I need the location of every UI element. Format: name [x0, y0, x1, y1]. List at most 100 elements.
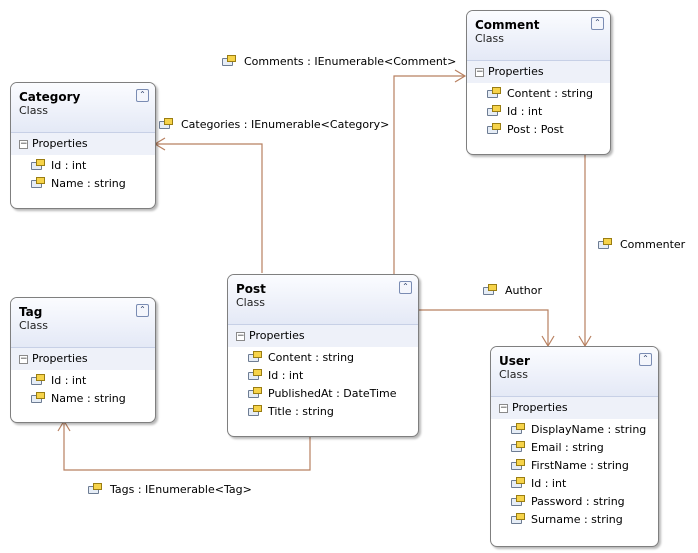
association-label-tags[interactable]: Tags : IEnumerable<Tag> [88, 483, 252, 497]
property-list: Content : string Id : int Post : Post [467, 83, 610, 143]
class-post[interactable]: Post Class ⌃ −Properties Content : strin… [227, 274, 419, 437]
class-header: Comment Class ⌃ [467, 11, 610, 61]
property-icon [248, 387, 262, 398]
property-label: Password : string [531, 495, 625, 508]
property-item[interactable]: Name : string [11, 390, 155, 408]
minus-box-icon[interactable]: − [499, 403, 508, 413]
property-item[interactable]: Surname : string [491, 511, 658, 529]
association-label-comments[interactable]: Comments : IEnumerable<Comment> [222, 55, 456, 69]
association-text: Categories : IEnumerable<Category> [181, 118, 390, 131]
minus-box-icon[interactable]: − [475, 67, 484, 77]
property-item[interactable]: DisplayName : string [491, 421, 658, 439]
property-item[interactable]: Name : string [11, 175, 155, 193]
property-icon [598, 238, 612, 249]
properties-section-header[interactable]: −Properties [228, 325, 418, 347]
class-name: Comment [475, 18, 540, 32]
property-item[interactable]: Password : string [491, 493, 658, 511]
class-tag[interactable]: Tag Class ⌃ −Properties Id : int Name : … [10, 297, 156, 423]
property-icon [511, 423, 525, 434]
class-category[interactable]: Category Class ⌃ −Properties Id : int Na… [10, 82, 156, 209]
property-icon [248, 369, 262, 380]
minus-box-icon[interactable]: − [19, 139, 28, 149]
author-association-line [417, 309, 549, 346]
property-item[interactable]: Title : string [228, 403, 418, 421]
section-label: Properties [249, 329, 305, 342]
class-kind: Class [475, 32, 504, 45]
association-text: Author [505, 284, 543, 297]
property-label: FirstName : string [531, 459, 629, 472]
property-label: Id : int [507, 105, 543, 118]
property-icon [511, 513, 525, 524]
class-kind: Class [236, 296, 265, 309]
association-label-categories[interactable]: Categories : IEnumerable<Category> [159, 118, 389, 132]
property-item[interactable]: Id : int [228, 367, 418, 385]
property-label: Id : int [531, 477, 567, 490]
property-icon [248, 405, 262, 416]
tags-association-line [63, 421, 311, 471]
property-item[interactable]: FirstName : string [491, 457, 658, 475]
minus-box-icon[interactable]: − [236, 331, 245, 341]
property-item[interactable]: Id : int [11, 157, 155, 175]
properties-section-header[interactable]: −Properties [11, 133, 155, 155]
property-item[interactable]: Id : int [467, 103, 610, 121]
class-header: User Class ⌃ [491, 347, 658, 397]
property-label: Content : string [507, 87, 594, 100]
property-label: Id : int [51, 159, 87, 172]
class-kind: Class [499, 368, 528, 381]
property-icon [159, 118, 173, 129]
double-chevron-up-icon[interactable]: ⌃ [136, 304, 149, 317]
property-item[interactable]: Email : string [491, 439, 658, 457]
property-icon [31, 392, 45, 403]
property-label: Surname : string [531, 513, 623, 526]
property-label: Title : string [268, 405, 334, 418]
minus-box-icon[interactable]: − [19, 354, 28, 364]
property-label: Email : string [531, 441, 604, 454]
association-text: Tags : IEnumerable<Tag> [110, 483, 252, 496]
property-icon [248, 351, 262, 362]
property-label: Post : Post [507, 123, 564, 136]
double-chevron-up-icon[interactable]: ⌃ [136, 89, 149, 102]
association-text: Comments : IEnumerable<Comment> [244, 55, 457, 68]
property-icon [487, 87, 501, 98]
property-label: Id : int [51, 374, 87, 387]
double-chevron-up-icon[interactable]: ⌃ [399, 281, 412, 294]
property-label: DisplayName : string [531, 423, 647, 436]
double-chevron-up-icon[interactable]: ⌃ [591, 17, 604, 30]
properties-section-header[interactable]: −Properties [467, 61, 610, 83]
association-text: Commenter [620, 238, 686, 251]
properties-section-header[interactable]: −Properties [11, 348, 155, 370]
comments-arrowhead [454, 69, 467, 83]
double-chevron-up-icon[interactable]: ⌃ [639, 353, 652, 366]
class-header: Tag Class ⌃ [11, 298, 155, 348]
property-icon [487, 105, 501, 116]
properties-section-header[interactable]: −Properties [491, 397, 658, 419]
property-label: PublishedAt : DateTime [268, 387, 397, 400]
class-comment[interactable]: Comment Class ⌃ −Properties Content : st… [466, 10, 611, 155]
property-list: Id : int Name : string [11, 370, 155, 412]
property-item[interactable]: PublishedAt : DateTime [228, 385, 418, 403]
property-item[interactable]: Id : int [11, 372, 155, 390]
class-kind: Class [19, 319, 48, 332]
property-icon [31, 374, 45, 385]
property-icon [31, 159, 45, 170]
property-icon [511, 495, 525, 506]
categories-association-line [155, 143, 263, 273]
property-item[interactable]: Id : int [491, 475, 658, 493]
class-user[interactable]: User Class ⌃ −Properties DisplayName : s… [490, 346, 659, 547]
property-item[interactable]: Post : Post [467, 121, 610, 139]
association-label-author[interactable]: Author [483, 284, 542, 298]
property-icon [511, 459, 525, 470]
property-icon [88, 483, 102, 494]
section-label: Properties [32, 352, 88, 365]
property-label: Id : int [268, 369, 304, 382]
property-item[interactable]: Content : string [467, 85, 610, 103]
association-label-commenter[interactable]: Commenter [598, 238, 685, 252]
class-name: Post [236, 282, 266, 296]
class-header: Post Class ⌃ [228, 275, 418, 325]
property-icon [487, 123, 501, 134]
section-label: Properties [32, 137, 88, 150]
property-item[interactable]: Content : string [228, 349, 418, 367]
property-icon [511, 477, 525, 488]
property-label: Content : string [268, 351, 355, 364]
